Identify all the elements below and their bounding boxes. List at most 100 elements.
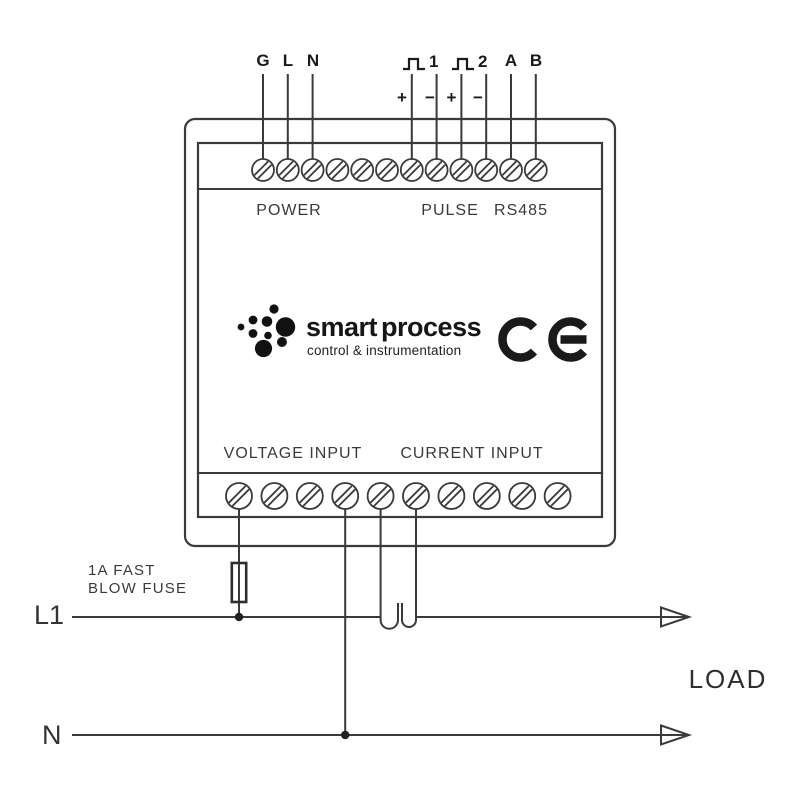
screw-slot	[402, 160, 418, 176]
screw-slot	[501, 160, 517, 176]
screw-slot	[306, 164, 322, 180]
screw-slot	[526, 160, 542, 176]
top-terminal-block	[251, 158, 548, 182]
terminal-screw	[399, 158, 424, 182]
screw-slot	[452, 160, 468, 176]
pulse2-number: 2	[478, 52, 488, 71]
brand-word-smart: smart	[306, 312, 378, 342]
pulse1-label: 1	[402, 52, 438, 72]
terminal-screw	[499, 158, 523, 182]
screw-slot	[331, 164, 347, 180]
ce-mark-icon	[498, 317, 588, 362]
device-inner-panel	[196, 141, 604, 519]
terminal-screw	[424, 158, 449, 182]
pulse2-label: 2	[451, 52, 487, 72]
screw-slot	[530, 164, 545, 180]
neutral-label: N	[42, 720, 62, 750]
terminal-screw	[375, 158, 399, 182]
screw-slot	[444, 488, 462, 507]
terminal-screw	[449, 158, 474, 182]
pulse-waveform-icon	[403, 57, 425, 71]
brand-tagline: control & instrumentation	[307, 343, 462, 358]
screw-slot	[440, 485, 459, 504]
screw-slot	[267, 488, 285, 507]
screw-slot	[228, 485, 247, 504]
terminal-screw	[402, 482, 430, 510]
screw-slot	[477, 160, 492, 176]
fuse-note-line2: BLOW FUSE	[88, 580, 188, 597]
terminal-screw	[325, 158, 350, 182]
load-label: LOAD	[688, 664, 768, 694]
terminal-label-a: A	[504, 51, 518, 70]
screw-slot	[282, 164, 297, 180]
screw-slot	[231, 488, 250, 507]
current-loop-right	[401, 509, 417, 628]
screw-slot	[299, 485, 317, 504]
n-line	[72, 724, 693, 746]
screw-slot	[476, 485, 494, 504]
rs485-section-label: RS485	[494, 202, 548, 219]
screw-slot	[427, 160, 443, 176]
junction-dot-l1	[234, 612, 244, 622]
l1-label: L1	[34, 600, 65, 630]
ce-letter-e	[548, 317, 588, 362]
brand-word-process: process	[381, 312, 482, 342]
terminal-label-n: N	[306, 51, 320, 70]
screw-slot	[370, 485, 388, 504]
pulse2-minus-sign: −	[473, 88, 483, 107]
n-load-arrow	[660, 724, 693, 746]
screw-slot	[356, 164, 372, 180]
terminal-screw	[523, 158, 548, 182]
screw-slot	[373, 488, 392, 507]
terminal-label-b: B	[529, 51, 543, 70]
power-section-label: POWER	[256, 202, 322, 219]
screw-slot	[334, 485, 353, 504]
terminal-screw	[508, 482, 537, 510]
terminal-label-l: L	[282, 51, 294, 70]
screw-slot	[303, 160, 319, 176]
pulse2-plus-sign: +	[446, 88, 457, 107]
voltage-input-label: VOLTAGE INPUT	[223, 445, 363, 462]
bottom-terminal-block	[225, 482, 572, 510]
terminal-screw	[350, 158, 375, 182]
screw-slot	[406, 164, 421, 180]
fuse-note-line1: 1A FAST	[88, 562, 156, 579]
screw-slot	[408, 488, 427, 507]
top-terminal-wires	[262, 74, 537, 160]
screw-slot	[511, 485, 530, 504]
terminal-screw	[366, 482, 395, 510]
screw-slot	[263, 485, 282, 504]
terminal-screw	[474, 158, 499, 182]
screw-slot	[253, 160, 269, 176]
fuse-note: 1A FAST BLOW FUSE	[88, 562, 187, 598]
terminal-label-g: G	[256, 51, 270, 70]
terminal-screw	[251, 158, 275, 182]
pulse-section-label: PULSE	[421, 202, 479, 219]
brand-logo-text: smart process	[306, 312, 482, 342]
pulse1-minus-sign: −	[425, 88, 435, 107]
terminal-screw	[225, 482, 253, 510]
terminal-screw	[331, 482, 360, 510]
screw-slot	[479, 488, 498, 507]
screw-slot	[328, 160, 344, 176]
screw-slot	[480, 164, 496, 180]
screw-slot	[302, 488, 321, 507]
screw-slot	[505, 164, 521, 180]
terminal-screw	[295, 482, 324, 510]
current-input-label: CURRENT INPUT	[400, 445, 544, 462]
screw-slot	[455, 164, 471, 180]
current-loop-left	[379, 509, 399, 630]
fuse-symbol	[230, 561, 248, 604]
l1-load-arrow	[660, 606, 693, 628]
screw-slot	[515, 488, 533, 507]
screw-slot	[381, 164, 397, 180]
junction-dot-n	[341, 730, 350, 740]
screw-slot	[547, 485, 565, 504]
screw-slot	[430, 164, 446, 180]
brand-logo-dots	[237, 304, 296, 358]
screw-slot	[377, 160, 393, 176]
pulse1-plus-sign: +	[397, 88, 407, 107]
screw-slot	[405, 485, 424, 504]
screw-slot	[338, 488, 356, 507]
